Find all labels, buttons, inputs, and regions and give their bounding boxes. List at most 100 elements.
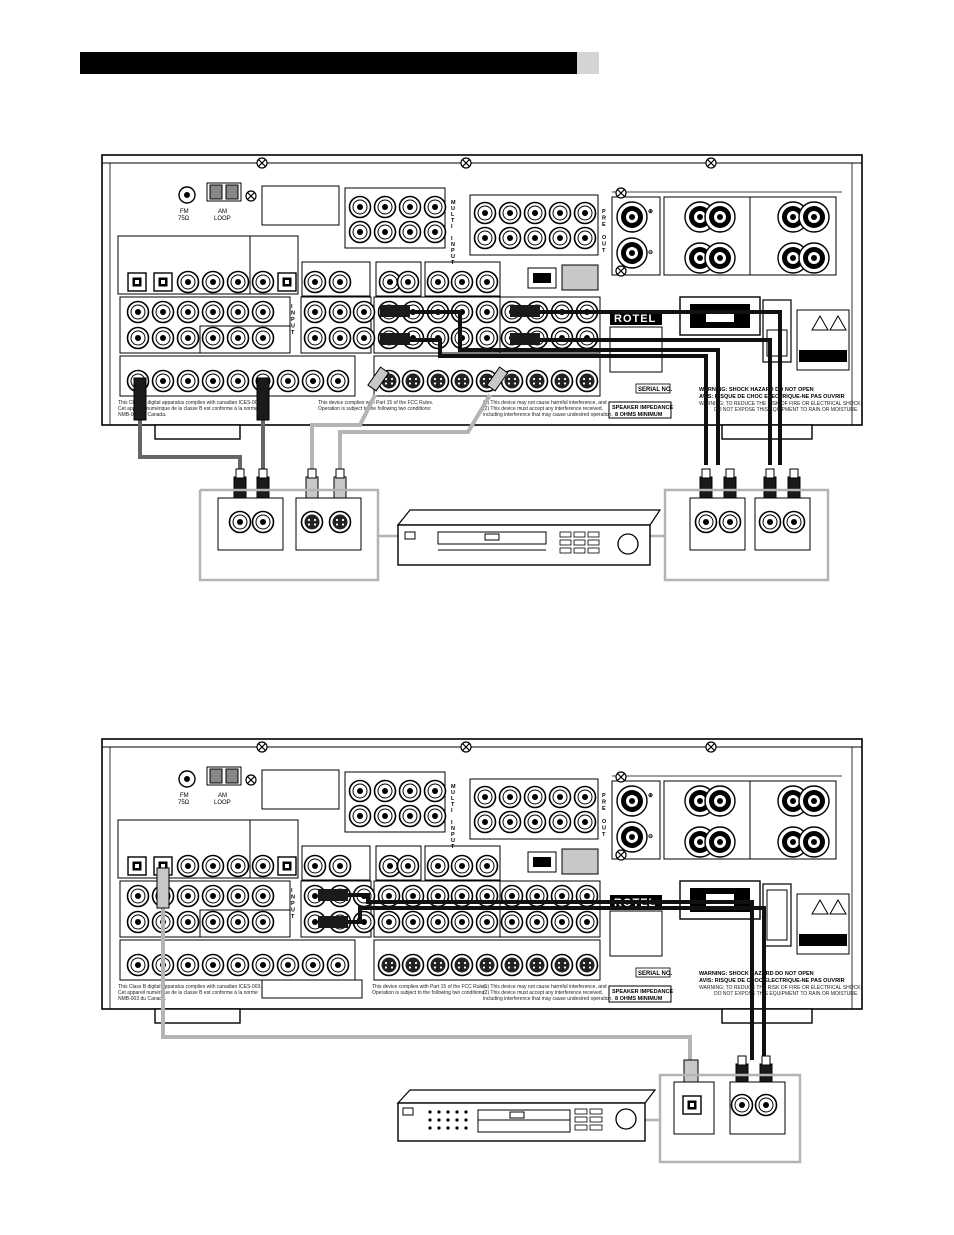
rca-jack[interactable] [201, 953, 225, 977]
rca-jack[interactable] [475, 270, 499, 294]
rca-jack[interactable] [176, 854, 200, 878]
rca-jack[interactable] [523, 785, 547, 809]
player-button[interactable] [574, 1116, 588, 1123]
rca-jack[interactable] [498, 226, 522, 250]
rca-jack[interactable] [426, 270, 450, 294]
rca-jack[interactable] [573, 226, 597, 250]
rca-jack[interactable] [423, 779, 447, 803]
rca-jack[interactable] [473, 810, 497, 834]
player-button[interactable] [559, 539, 572, 546]
player-dot-button[interactable] [428, 1110, 432, 1114]
player-button[interactable] [573, 547, 586, 554]
player-dot-button[interactable] [455, 1118, 459, 1122]
rca-jack[interactable] [251, 326, 275, 350]
player-button[interactable] [574, 1124, 588, 1131]
rca-jack[interactable] [475, 910, 499, 934]
rca-jack[interactable] [426, 910, 450, 934]
player-button[interactable] [559, 531, 572, 538]
rca-jack[interactable] [328, 326, 352, 350]
player-button[interactable] [573, 539, 586, 546]
rca-jack[interactable] [373, 779, 397, 803]
rca-jack[interactable] [251, 300, 275, 324]
player-dot-button[interactable] [446, 1110, 450, 1114]
rca-jack[interactable] [226, 884, 250, 908]
player-dot-button[interactable] [437, 1110, 441, 1114]
rca-jack[interactable] [523, 226, 547, 250]
svid-jack[interactable] [401, 953, 425, 977]
rca-jack[interactable] [276, 953, 300, 977]
rca-jack[interactable] [548, 810, 572, 834]
rca-jack[interactable] [251, 854, 275, 878]
rca-jack[interactable] [226, 910, 250, 934]
player-dot-button[interactable] [428, 1118, 432, 1122]
rca-jack[interactable] [548, 785, 572, 809]
rca-jack[interactable] [126, 910, 150, 934]
player-dot-button[interactable] [428, 1126, 432, 1130]
rca-jack[interactable] [176, 910, 200, 934]
rca-jack[interactable] [201, 300, 225, 324]
player-dot-button[interactable] [464, 1126, 468, 1130]
rca-jack[interactable] [251, 270, 275, 294]
rca-jack[interactable] [548, 201, 572, 225]
rca-jack[interactable] [398, 195, 422, 219]
rca-jack[interactable] [301, 369, 325, 393]
rca-jack[interactable] [328, 300, 352, 324]
rca-jack[interactable] [301, 953, 325, 977]
player-button[interactable] [589, 1108, 603, 1115]
rca-jack[interactable] [348, 779, 372, 803]
rca-jack[interactable] [550, 910, 574, 934]
opt-jack[interactable] [277, 272, 297, 292]
rca-jack[interactable] [226, 854, 250, 878]
rca-jack[interactable] [475, 326, 499, 350]
rca-jack[interactable] [251, 953, 275, 977]
rca-jack[interactable] [373, 195, 397, 219]
rca-jack[interactable] [326, 369, 350, 393]
player-dot-button[interactable] [446, 1118, 450, 1122]
player-dot-button[interactable] [464, 1118, 468, 1122]
player-button[interactable] [589, 1116, 603, 1123]
rca-jack[interactable] [201, 854, 225, 878]
rca-jack[interactable] [303, 854, 327, 878]
rca-jack[interactable] [226, 270, 250, 294]
rca-jack[interactable] [426, 854, 450, 878]
rca-jack[interactable] [396, 270, 420, 294]
rca-jack[interactable] [328, 270, 352, 294]
rca-jack[interactable] [377, 910, 401, 934]
rca-jack[interactable] [573, 201, 597, 225]
rca-jack[interactable] [328, 854, 352, 878]
rca-jack[interactable] [473, 201, 497, 225]
svid-jack[interactable] [450, 953, 474, 977]
rca-jack[interactable] [201, 326, 225, 350]
rca-jack[interactable] [151, 300, 175, 324]
rca-jack[interactable] [575, 910, 599, 934]
rca-jack[interactable] [373, 220, 397, 244]
svid-jack[interactable] [550, 369, 574, 393]
player-button[interactable] [573, 531, 586, 538]
rca-jack[interactable] [348, 220, 372, 244]
player-dot-button[interactable] [437, 1126, 441, 1130]
rca-jack[interactable] [251, 910, 275, 934]
rca-jack[interactable] [201, 270, 225, 294]
rca-jack[interactable] [176, 326, 200, 350]
svid-jack[interactable] [377, 953, 401, 977]
player-button[interactable] [587, 531, 600, 538]
rca-jack[interactable] [176, 300, 200, 324]
player-button[interactable] [574, 1108, 588, 1115]
rca-jack[interactable] [473, 785, 497, 809]
rca-jack[interactable] [201, 884, 225, 908]
rca-jack[interactable] [352, 326, 376, 350]
player-dot-button[interactable] [446, 1126, 450, 1130]
svid-jack[interactable] [575, 953, 599, 977]
opt-jack[interactable] [277, 856, 297, 876]
rca-jack[interactable] [573, 785, 597, 809]
rca-jack[interactable] [126, 326, 150, 350]
rca-jack[interactable] [226, 953, 250, 977]
rca-jack[interactable] [548, 226, 572, 250]
rca-jack[interactable] [303, 300, 327, 324]
rca-jack[interactable] [126, 300, 150, 324]
player-dot-button[interactable] [437, 1118, 441, 1122]
rca-jack[interactable] [373, 804, 397, 828]
player-button[interactable] [587, 539, 600, 546]
rca-jack[interactable] [450, 910, 474, 934]
rca-jack[interactable] [276, 369, 300, 393]
